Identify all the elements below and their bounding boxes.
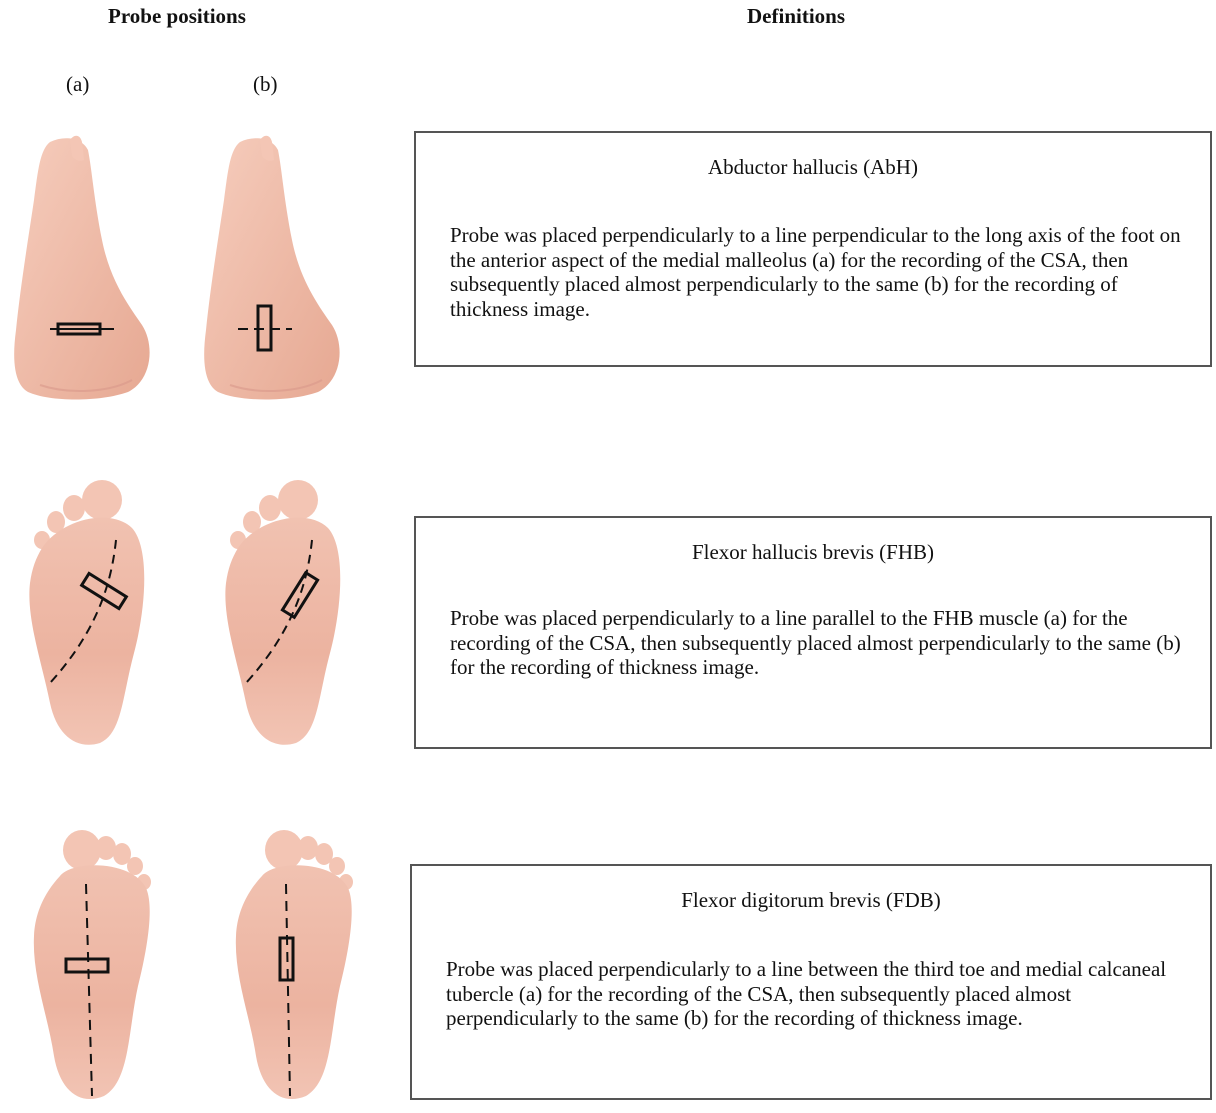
column-a-label: (a) [66, 72, 90, 96]
column-b-label: (b) [253, 72, 278, 96]
fdb-definition-title: Flexor digitorum brevis (FDB) [681, 888, 941, 912]
fdb-probe-position-b [224, 826, 364, 1106]
fhb-probe-position-a [22, 478, 162, 748]
definitions-header: Definitions [747, 4, 846, 28]
fdb-definition-text: Probe was placed perpendicularly to a li… [446, 957, 1167, 1030]
fdb-probe-position-a [22, 826, 162, 1106]
abh-probe-position-a [10, 130, 160, 405]
abh-definition-text: Probe was placed perpendicularly to a li… [450, 223, 1181, 321]
fhb-definition-box: Flexor hallucis brevis (FHB) Probe was p… [414, 516, 1212, 749]
abh-probe-position-b [200, 130, 350, 405]
fhb-definition-title: Flexor hallucis brevis (FHB) [691, 540, 935, 564]
abh-definition-title: Abductor hallucis (AbH) [708, 155, 918, 179]
fhb-probe-position-b [218, 478, 358, 748]
fhb-definition-text: Probe was placed perpendicularly to a li… [450, 606, 1181, 679]
abh-definition-box: Abductor hallucis (AbH) Probe was placed… [414, 131, 1212, 367]
probe-positions-header: Probe positions [108, 4, 246, 28]
fdb-definition-box: Flexor digitorum brevis (FDB) Probe was … [410, 864, 1212, 1100]
